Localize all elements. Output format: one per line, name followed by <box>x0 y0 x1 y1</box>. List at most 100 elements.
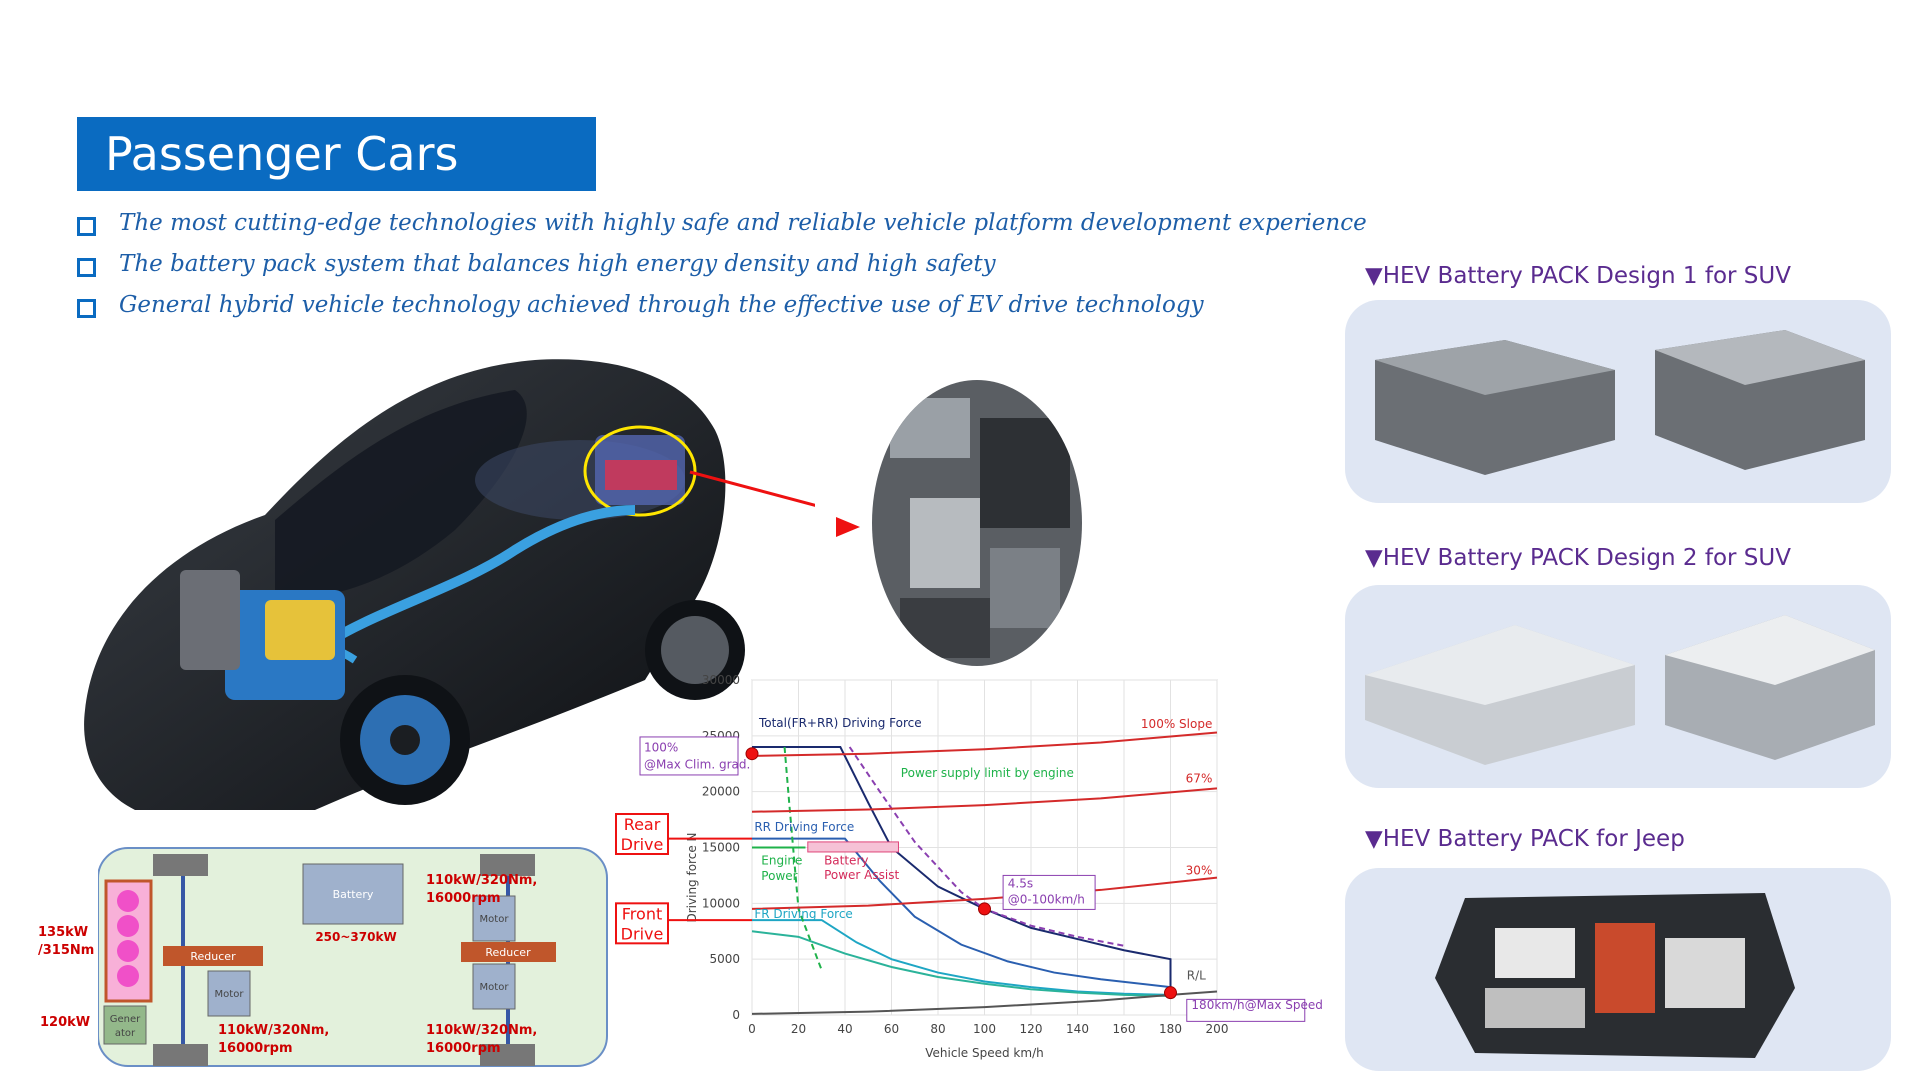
bullet-list: The most cutting-edge technologies with … <box>77 208 1377 331</box>
y-tick-label: 0 <box>732 1008 740 1022</box>
series-label-total: Total(FR+RR) Driving Force <box>758 716 922 730</box>
key-point-marker <box>978 902 991 916</box>
rear-drive-label: Rear <box>624 815 661 834</box>
front-drive-label: Drive <box>621 925 664 944</box>
battery-pack-design1-panel <box>1345 300 1891 503</box>
battery-assist-bar <box>807 841 899 853</box>
x-tick-label: 200 <box>1206 1022 1229 1036</box>
checkbox-icon <box>77 299 96 318</box>
x-tick-label: 140 <box>1066 1022 1089 1036</box>
series-line <box>751 930 1171 998</box>
battery-label: Battery <box>333 888 374 901</box>
bullet-text: The battery pack system that balances hi… <box>119 251 996 277</box>
series-line <box>783 746 823 971</box>
series-line <box>752 919 1171 996</box>
annotation-engine: Engine <box>761 853 802 867</box>
annotation-battery-assist: Power Assist <box>824 868 899 882</box>
installed-battery-photo <box>872 380 1082 666</box>
panel-title-design2: ▼HEV Battery PACK Design 2 for SUV <box>1365 545 1791 571</box>
hybrid-car-cutaway-image <box>84 359 815 810</box>
front-motor-spec: 110kW/320Nm, 16000rpm <box>218 1023 330 1056</box>
bullet-item: The battery pack system that balances hi… <box>77 249 1377 290</box>
series-label-fr: FR Driving Force <box>754 907 853 921</box>
series-line <box>751 990 1218 1015</box>
key-point-marker <box>745 747 759 761</box>
y-axis-label: Driving force N <box>685 833 699 923</box>
label-accel-2: @0-100km/h <box>1008 892 1085 906</box>
y-tick-label: 20000 <box>702 785 740 799</box>
checkbox-icon <box>77 217 96 236</box>
x-tick-label: 0 <box>748 1022 756 1036</box>
rear-top-spec: 110kW/320Nm, 16000rpm <box>426 873 538 906</box>
panel-title-jeep: ▼HEV Battery PACK for Jeep <box>1365 826 1685 852</box>
key-point-marker <box>1164 986 1177 1000</box>
rear-bottom-spec: 110kW/320Nm, 16000rpm <box>426 1023 538 1056</box>
y-tick-label: 15000 <box>702 841 740 855</box>
x-axis-label: Vehicle Speed km/h <box>925 1046 1043 1060</box>
front-drive-box <box>615 902 669 945</box>
front-motor-label: Motor <box>215 989 245 1000</box>
series-line <box>751 876 1218 910</box>
battery-block <box>302 863 404 925</box>
bullet-item: The most cutting-edge technologies with … <box>77 208 1377 249</box>
panel-title-design1: ▼HEV Battery PACK Design 1 for SUV <box>1365 263 1791 289</box>
y-tick-label: 5000 <box>709 952 740 966</box>
front-reducer <box>163 946 263 966</box>
wheel-rl <box>153 1044 208 1066</box>
annotation-engine-power: Power <box>761 869 797 883</box>
label-accel-1: 4.5s <box>1008 877 1033 891</box>
page-title: Passenger Cars <box>105 127 459 181</box>
battery-pack-design2-image <box>1365 615 1875 765</box>
wheel-rr <box>480 1044 535 1066</box>
x-tick-label: 100 <box>973 1022 996 1036</box>
x-tick-label: 80 <box>930 1022 945 1036</box>
x-tick-label: 180 <box>1159 1022 1182 1036</box>
label-max-grad-1: 100% <box>644 741 678 755</box>
series-label-100: 100% Slope <box>1141 717 1212 731</box>
battery-pack-jeep-panel <box>1345 868 1891 1071</box>
wheel-fl <box>153 854 208 876</box>
accel-box <box>1002 874 1096 910</box>
wheel-fr <box>480 854 535 876</box>
series-line <box>752 837 1171 989</box>
label-max-grad-2: @Max Clim. grad. <box>644 757 750 771</box>
x-tick-label: 40 <box>837 1022 852 1036</box>
front-motor <box>207 970 251 1017</box>
annotation-battery: Battery <box>824 853 868 867</box>
x-tick-label: 60 <box>884 1022 899 1036</box>
generator-spec: 120kW <box>40 1015 91 1030</box>
battery-pack-design2-panel <box>1345 585 1891 788</box>
y-tick-label: 30000 <box>702 673 740 687</box>
front-reducer-label: Reducer <box>190 950 236 963</box>
series-line <box>751 731 1218 757</box>
rear-motor-top <box>472 895 516 942</box>
arrow-head-icon <box>836 517 860 537</box>
y-tick-label: 10000 <box>702 896 740 910</box>
label-max-speed: 180km/h@Max Speed <box>1191 998 1322 1012</box>
series-line <box>751 787 1218 813</box>
x-tick-label: 120 <box>1020 1022 1043 1036</box>
battery-power-label: 250~370kW <box>315 930 396 944</box>
checkbox-icon <box>77 258 96 277</box>
max-grad-box <box>639 736 739 776</box>
rear-reducer-label: Reducer <box>485 946 531 959</box>
rear-reducer <box>461 942 556 962</box>
series-label-rl: R/L <box>1187 968 1206 982</box>
battery-pack-jeep-image <box>1435 893 1795 1058</box>
bullet-text: The most cutting-edge technologies with … <box>119 210 1367 236</box>
section-title-banner: Passenger Cars <box>77 117 596 191</box>
battery-pack-design1-image <box>1375 330 1865 475</box>
bullet-item: General hybrid vehicle technology achiev… <box>77 290 1377 331</box>
series-label-30: 30% <box>1186 863 1213 877</box>
bullet-text: General hybrid vehicle technology achiev… <box>119 292 1204 318</box>
x-tick-label: 160 <box>1113 1022 1136 1036</box>
svg-text:ator: ator <box>115 1028 136 1039</box>
generator-label: Gener <box>110 1014 141 1025</box>
svg-text:Motor: Motor <box>480 982 510 993</box>
max-speed-box <box>1186 998 1306 1022</box>
drivetrain-diagram: Gener ator Reducer Motor Battery 250~370… <box>98 847 608 1067</box>
series-label-rr: RR Driving Force <box>754 820 854 834</box>
series-line <box>848 746 1125 947</box>
annotation-power-supply: Power supply limit by engine <box>901 766 1074 780</box>
